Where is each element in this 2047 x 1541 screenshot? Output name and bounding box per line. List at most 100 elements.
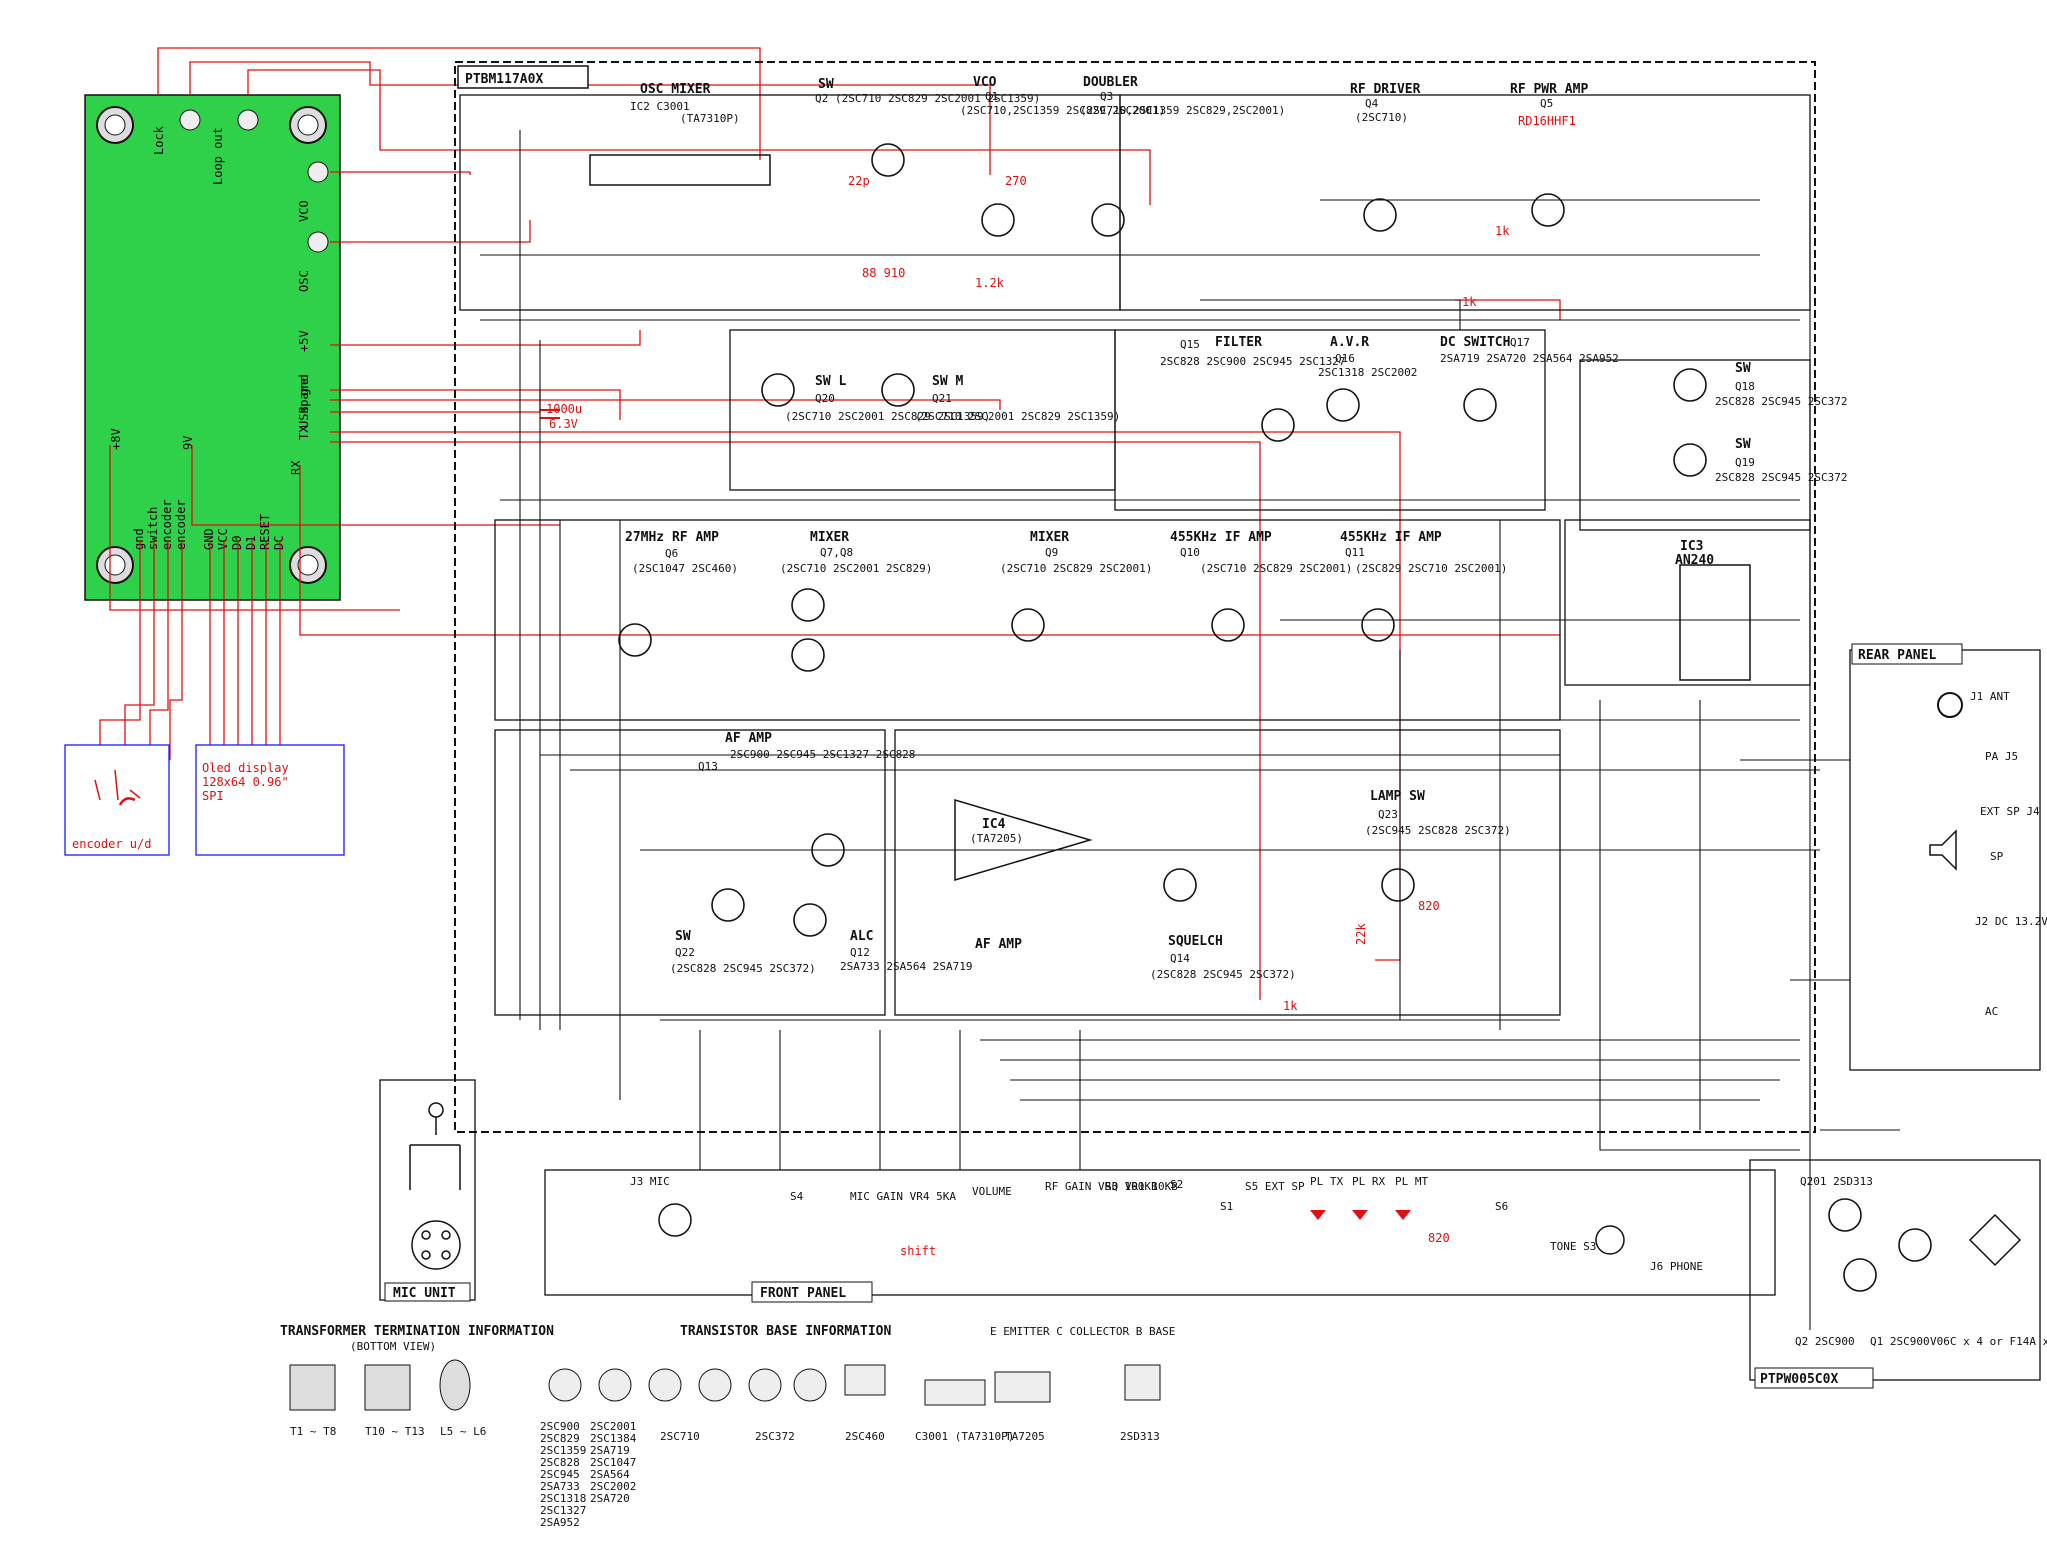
svg-text:MIXER: MIXER [1030,530,1069,545]
sw-q19-label: SW Q19 2SC828 2SC945 2SC372 [1715,437,1847,484]
svg-text:SQUELCH: SQUELCH [1168,934,1223,949]
svg-text:Q14: Q14 [1170,952,1190,965]
svg-text:(2SC710 2SC829 2SC2001): (2SC710 2SC829 2SC2001) [1000,562,1152,575]
mod-capacitor: 1000u 6.3V [540,402,582,431]
svg-text:Q21: Q21 [932,392,952,405]
cap-value: 1000u [546,402,582,416]
svg-text:(2SC828 2SC945 2SC372): (2SC828 2SC945 2SC372) [670,962,816,975]
pcb-label-rx: RX [289,460,303,475]
svg-text:455KHz IF AMP: 455KHz IF AMP [1170,530,1272,545]
mic-unit-label: MIC UNIT [384,1282,471,1302]
svg-text:Q3: Q3 [1100,90,1113,103]
main-board: PTBM117A0X [454,61,1816,1133]
svg-text:SW: SW [1735,361,1751,376]
svg-text:Q5: Q5 [1540,97,1553,110]
svg-text:(TA7310P): (TA7310P) [680,112,740,125]
svg-text:2SA720: 2SA720 [590,1492,630,1505]
svg-text:IC2 C3001: IC2 C3001 [630,100,690,113]
transistor-title: TRANSISTOR BASE INFORMATION [680,1324,891,1339]
svg-text:2SC710: 2SC710 [660,1430,700,1443]
svg-text:Q15: Q15 [1180,338,1200,351]
svg-text:Q1 2SC900: Q1 2SC900 [1870,1335,1930,1348]
svg-text:2SC1318: 2SC1318 [540,1492,586,1505]
transistor-list: 2SC900 2SC829 2SC1359 2SC828 2SC945 2SA7… [540,1420,637,1529]
pin-oled-d1: D1 [244,536,258,550]
svg-text:VCO: VCO [973,75,997,90]
rear-pa: PA J5 [1985,750,2018,763]
pin-oled-d0: D0 [230,536,244,550]
svg-text:2SC1359: 2SC1359 [540,1444,586,1457]
svg-text:Q22: Q22 [675,946,695,959]
svg-text:820: 820 [1418,899,1440,913]
svg-text:2SC1318 2SC2002: 2SC1318 2SC2002 [1318,366,1417,379]
svg-text:Q4: Q4 [1365,97,1379,110]
pin-oled-dc: DC [272,536,286,550]
pcb-label-vco: VCO [297,200,311,222]
svg-text:AF AMP: AF AMP [725,731,772,746]
svg-text:2SA719 2SA720 2SA564 2SA952: 2SA719 2SA720 2SA564 2SA952 [1440,352,1619,365]
svg-text:Q7,Q8: Q7,Q8 [820,546,853,559]
encoder-box: encoder u/d [64,744,170,856]
svg-text:2SC829: 2SC829 [540,1432,580,1445]
pcb-label-gnd: gnd [297,374,311,396]
svg-text:S2: S2 [1170,1178,1183,1191]
svg-text:(2SC710 2SC2001 2SC829 2SC1359: (2SC710 2SC2001 2SC829 2SC1359) [915,410,1120,423]
svg-text:2SC460: 2SC460 [845,1430,885,1443]
svg-text:IC3: IC3 [1680,539,1703,554]
rear-sp: SP [1990,850,2004,863]
pinout-info: E EMITTER C COLLECTOR B BASE [990,1325,1175,1338]
oled-line2: 128x64 0.96" [202,775,289,789]
svg-text:PL RX: PL RX [1352,1175,1385,1188]
rear-ac: AC [1985,1005,1998,1018]
svg-text:1.2k: 1.2k [975,276,1005,290]
section-boxes [379,94,2041,1381]
pcb-label-spare: spare [297,378,311,414]
schematic-wires [480,130,1900,1330]
svg-text:2SC372: 2SC372 [755,1430,795,1443]
svg-text:Q1: Q1 [985,90,998,103]
svg-text:1k: 1k [1283,999,1298,1013]
svg-text:2SA952: 2SA952 [540,1516,580,1529]
pcb-label-osc: OSC [297,270,311,292]
pcb-label-loop-out: Loop out [211,127,225,185]
pcb-label-usb: USB [297,406,311,428]
svg-text:Q17: Q17 [1510,336,1530,349]
rear-panel: J1 ANT PA J5 EXT SP J4 SP J2 DC 13.2V AC [1929,690,2047,1018]
svg-text:2SC828 2SC900 2SC945 2SC1327: 2SC828 2SC900 2SC945 2SC1327 [1160,355,1345,368]
svg-text:SW L: SW L [815,374,846,389]
svg-text:Q6: Q6 [665,547,678,560]
svg-text:Q12: Q12 [850,946,870,959]
svg-text:(TA7205): (TA7205) [970,832,1023,845]
svg-text:27MHz RF AMP: 27MHz RF AMP [625,530,719,545]
psu-title: PTPW005C0X [1760,1372,1838,1387]
svg-text:PL MT: PL MT [1395,1175,1428,1188]
svg-text:MIC UNIT: MIC UNIT [393,1286,456,1301]
svg-text:DC SWITCH: DC SWITCH [1440,335,1510,350]
ic-symbols [589,154,1751,882]
svg-text:1k: 1k [1495,224,1510,238]
svg-text:Q19: Q19 [1735,456,1755,469]
svg-text:Q10: Q10 [1180,546,1200,559]
front-panel-label: FRONT PANEL [751,1281,873,1303]
svg-text:2SC1047: 2SC1047 [590,1456,636,1469]
svg-text:SW M: SW M [932,374,963,389]
svg-text:SW: SW [1735,437,1751,452]
rear-panel-label: REAR PANEL [1851,643,1963,665]
svg-text:IC4: IC4 [982,817,1006,832]
svg-text:2SC828 2SC945 2SC372: 2SC828 2SC945 2SC372 [1715,471,1847,484]
transformer-title: TRANSFORMER TERMINATION INFORMATION [280,1324,554,1339]
svg-text:RF PWR AMP: RF PWR AMP [1510,82,1588,97]
svg-text:Q9: Q9 [1045,546,1058,559]
svg-text:SQ VR1 10KB: SQ VR1 10KB [1105,1180,1178,1193]
encoder-label: encoder u/d [72,837,151,851]
cap-voltage: 6.3V [549,417,578,431]
svg-text:FILTER: FILTER [1215,335,1262,350]
